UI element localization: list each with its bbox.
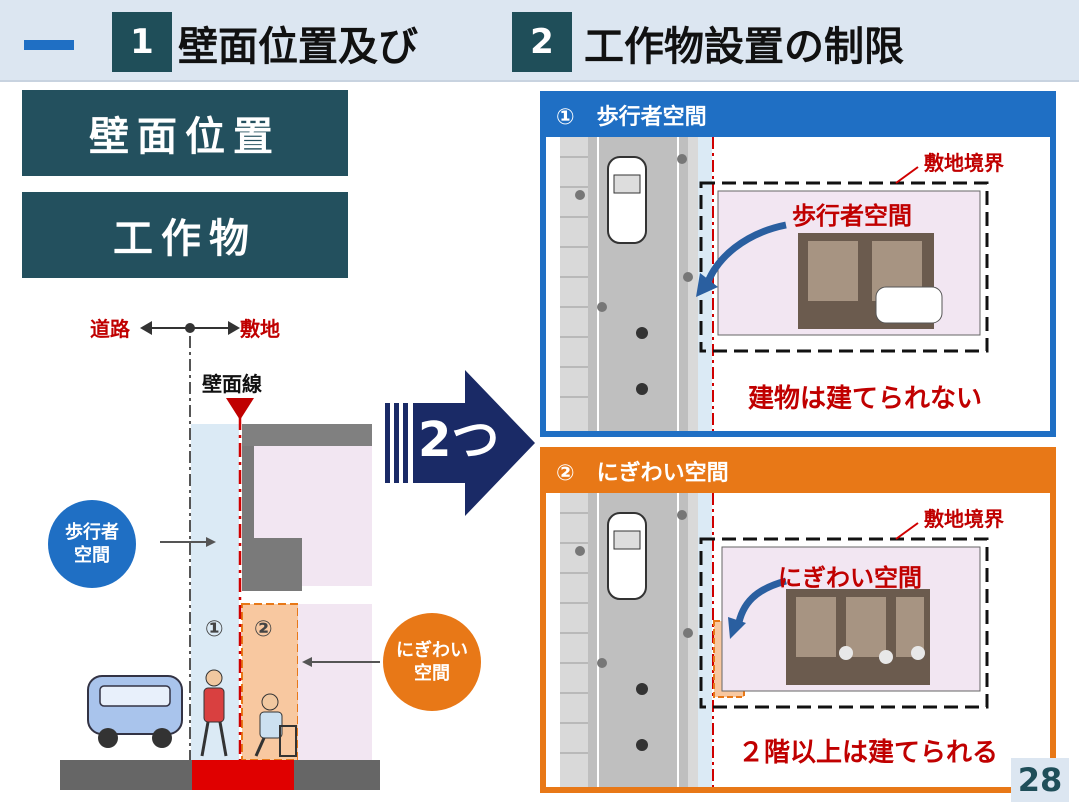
panel2-site-boundary-label: 敷地境界 bbox=[924, 507, 1004, 531]
panel2-title: ② にぎわい空間 bbox=[556, 461, 729, 486]
svg-text:②: ② bbox=[254, 617, 273, 642]
wall-line-label: 壁面線 bbox=[202, 372, 262, 396]
arrow-label: 2つ bbox=[418, 412, 500, 468]
header-accent-dash bbox=[24, 40, 74, 50]
wall-position-diagram: ① ② bbox=[60, 336, 380, 790]
panel1-street-plan bbox=[560, 137, 989, 431]
section-title-1: 壁面位置及び bbox=[178, 24, 418, 70]
road-site-double-arrow bbox=[140, 321, 240, 335]
section-title-2: 工作物設置の制限 bbox=[584, 24, 904, 70]
panel2-photo-caption: にぎわい空間 bbox=[778, 564, 922, 592]
pedestrian-space-circle: 歩行者 空間 bbox=[48, 500, 136, 588]
site-label: 敷地 bbox=[240, 317, 280, 341]
panel1-note: 建物は建てられない bbox=[748, 384, 983, 414]
nigiwai-space-circle: にぎわい 空間 bbox=[383, 613, 481, 711]
section-number-1: 1 bbox=[112, 12, 172, 72]
panel1-title: ① 歩行者空間 bbox=[556, 105, 707, 130]
panel2-note: ２階以上は建てられる bbox=[738, 738, 999, 768]
big-right-arrow bbox=[385, 370, 535, 516]
page-number: 28 bbox=[1011, 758, 1069, 802]
panel1-site-boundary-label: 敷地境界 bbox=[924, 151, 1004, 175]
panel1-photo-caption: 歩行者空間 bbox=[792, 202, 912, 230]
panel2-street-plan bbox=[560, 493, 989, 787]
structure-label: 工作物 bbox=[22, 192, 348, 278]
section-number-2: 2 bbox=[512, 12, 572, 72]
svg-text:①: ① bbox=[205, 617, 224, 642]
wall-position-label: 壁面位置 bbox=[22, 90, 348, 176]
road-label: 道路 bbox=[90, 317, 130, 341]
